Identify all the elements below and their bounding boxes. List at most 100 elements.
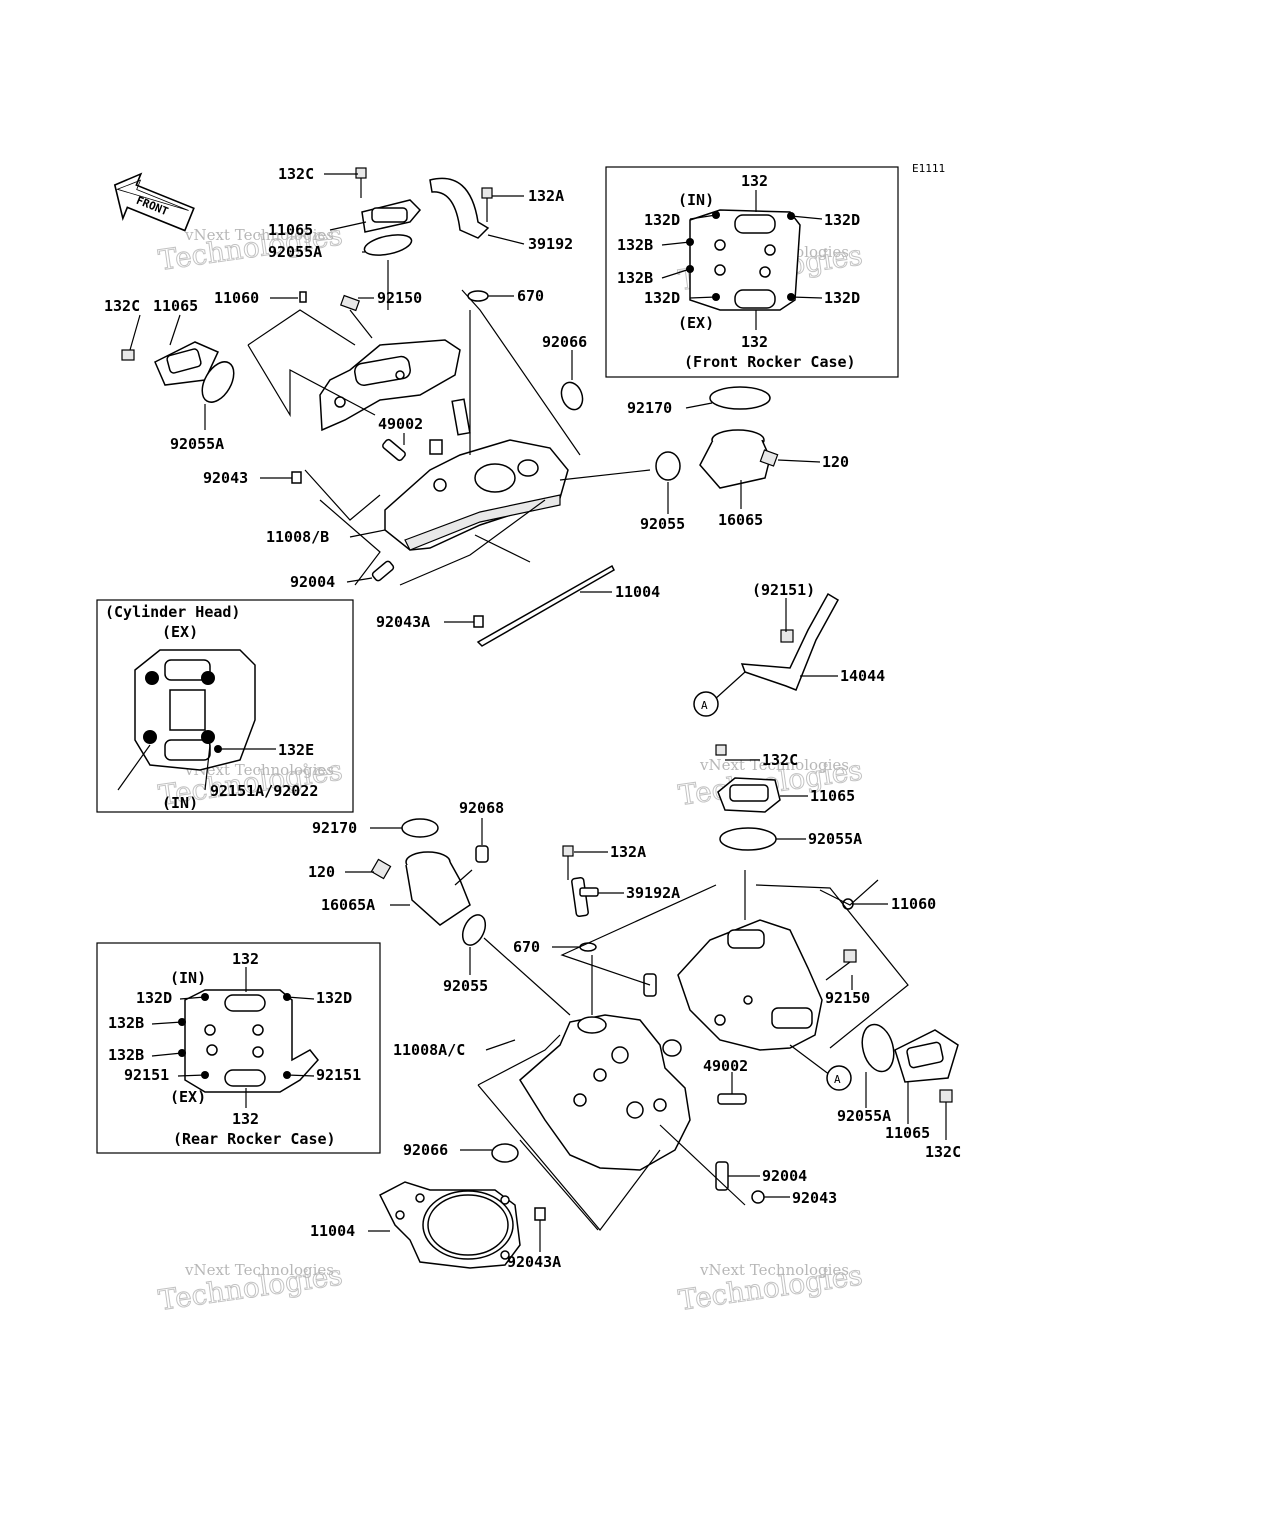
part-label: 11065: [153, 297, 198, 315]
label-132: 132: [741, 172, 768, 190]
bolt-part: [340, 294, 373, 339]
label-132D: 132D: [824, 289, 860, 307]
diagram-code: E1111: [912, 162, 945, 175]
label-ex: (EX): [678, 314, 714, 332]
watermark-text: vNext Technologies: [184, 761, 334, 779]
part-label: 16065: [718, 511, 763, 529]
watermark-text: vNext Technologies: [184, 226, 334, 244]
inset-title: (Rear Rocker Case): [173, 1130, 336, 1148]
part-label: 120: [308, 863, 335, 881]
part-label: 92066: [542, 333, 587, 351]
rocker-case-part: [319, 339, 461, 432]
label-132B: 132B: [108, 1014, 144, 1032]
stud-part: [371, 560, 395, 582]
part-label: 11004: [310, 1222, 355, 1240]
label-132D: 132D: [824, 211, 860, 229]
watermark-text: vNext Technologies: [699, 1261, 849, 1279]
label-92151A: 92151A/92022: [210, 782, 318, 800]
plug-part: [491, 1143, 519, 1163]
rocker-case-part: [677, 919, 823, 1051]
label-in: (IN): [162, 794, 198, 812]
label-in: (IN): [678, 191, 714, 209]
label-132B: 132B: [108, 1046, 144, 1064]
inset-cylinder-head: (Cylinder Head) (EX) 132E 92151A/92022 (…: [96, 599, 354, 813]
inset-rear-rocker-case: 132 (IN) 132D 132D 132B 132B 92151 92151…: [96, 942, 381, 1154]
bolt-part: [562, 845, 574, 880]
part-label: 92043A: [507, 1253, 561, 1271]
bolt-part: [370, 858, 392, 880]
part-label: 11065: [810, 787, 855, 805]
callout-a: A: [693, 691, 719, 717]
part-label: 92055A: [808, 830, 862, 848]
leader-lines: [129, 173, 947, 1252]
part-labels: 132C 132A 11065 39192 92055A 11060 92150…: [104, 165, 961, 1271]
rear-cylinder-assembly: [370, 744, 959, 1269]
part-label: 132C: [278, 165, 314, 183]
bolt-part: [939, 1089, 953, 1103]
cover-plate-part: [361, 199, 422, 233]
part-label: 11004: [615, 583, 660, 601]
part-label: 92055: [640, 515, 685, 533]
gasket-part: [363, 234, 413, 256]
pipe-part: [571, 876, 599, 918]
callout-label: A: [834, 1073, 841, 1086]
plug-part: [560, 381, 584, 411]
dowel-part: [534, 1207, 546, 1221]
bracket-part: [740, 592, 840, 691]
part-label: 92150: [377, 289, 422, 307]
o-ring-part: [655, 451, 681, 481]
plug-part: [662, 1039, 682, 1057]
fitting-part: [717, 1093, 747, 1105]
part-label: 92150: [825, 989, 870, 1007]
part-label: 92055A: [170, 435, 224, 453]
part-label: 132A: [528, 187, 564, 205]
part-label: 132C: [104, 297, 140, 315]
label-132D: 132D: [644, 211, 680, 229]
head-gasket-part: [476, 564, 615, 647]
part-label: 11060: [891, 895, 936, 913]
part-label: 92055A: [268, 243, 322, 261]
part-label: 92055A: [837, 1107, 891, 1125]
dowel-part: [299, 291, 307, 303]
part-label: 92055: [443, 977, 488, 995]
dowel-part: [473, 615, 484, 628]
part-label: 49002: [703, 1057, 748, 1075]
inset-title: (Front Rocker Case): [684, 353, 856, 371]
o-ring-part: [579, 942, 597, 952]
part-label: 132C: [762, 751, 798, 769]
part-label: 92043A: [376, 613, 430, 631]
cylinder-head-part: [384, 439, 569, 551]
part-label: 120: [822, 453, 849, 471]
label-132E: 132E: [278, 741, 314, 759]
part-label: 11008/B: [266, 528, 329, 546]
part-label: 670: [513, 938, 540, 956]
inset-front-rocker-case: 132 (IN) 132D 132D 132B 132B 132D 132D (…: [605, 166, 899, 378]
part-label: (92151): [752, 581, 815, 599]
label-92151: 92151: [316, 1066, 361, 1084]
front-arrow-icon: FRONT: [113, 172, 195, 232]
part-label: 11008A/C: [393, 1041, 465, 1059]
dowel-part: [751, 1190, 765, 1204]
label-132: 132: [232, 1110, 259, 1128]
callout-label: A: [701, 699, 708, 712]
callout-a: A: [826, 1065, 852, 1091]
front-rocker-case-part: [686, 209, 801, 311]
part-label: 92043: [792, 1189, 837, 1207]
part-label: 39192A: [626, 884, 680, 902]
intake-part: [699, 429, 771, 489]
part-label: 14044: [840, 667, 885, 685]
part-label: 39192: [528, 235, 573, 253]
cover-plate-part: [154, 341, 220, 386]
bolt-part: [759, 449, 779, 467]
part-label: 92170: [312, 819, 357, 837]
part-label: 11065: [885, 1124, 930, 1142]
label-132D: 132D: [316, 989, 352, 1007]
cylinder-head-part: [134, 649, 256, 771]
clamp-part: [709, 386, 771, 410]
inset-title: (Cylinder Head): [105, 603, 240, 621]
bolt-part: [355, 167, 367, 198]
part-label: 132A: [610, 843, 646, 861]
gasket-part: [861, 1023, 895, 1073]
label-132: 132: [741, 333, 768, 351]
